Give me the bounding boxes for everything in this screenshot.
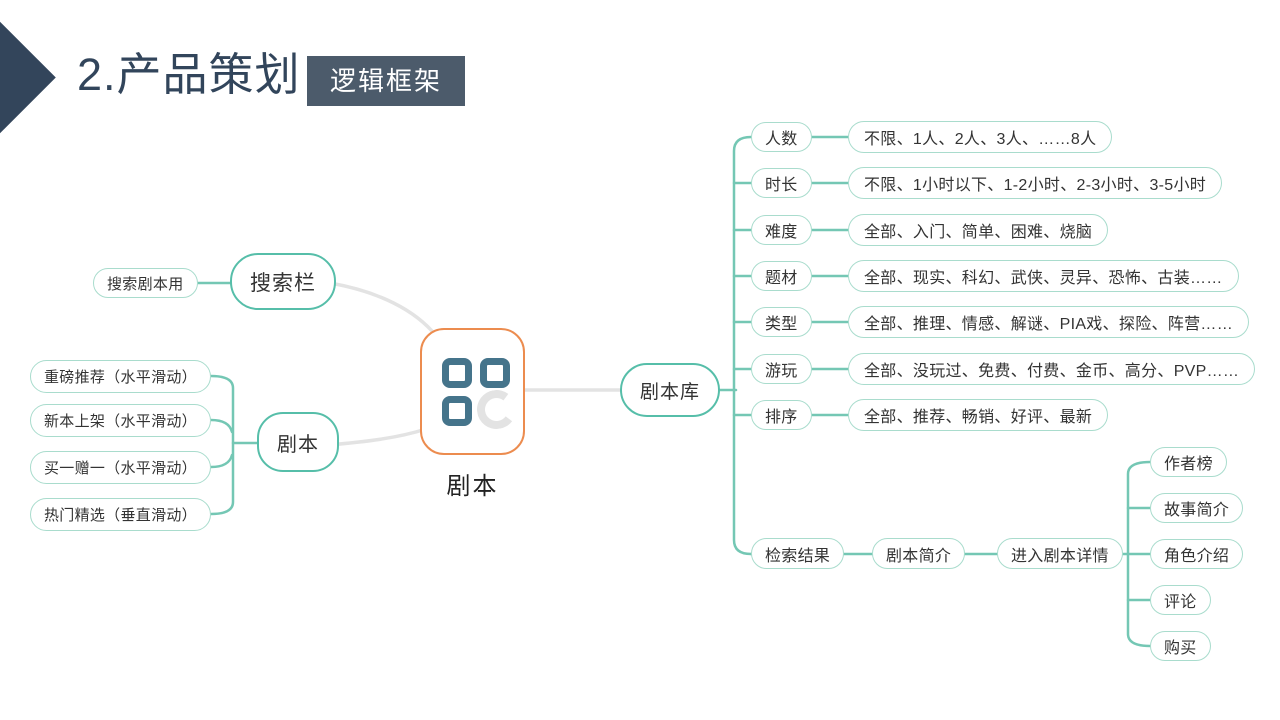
center-app-icon: [420, 328, 525, 455]
app-icon-square: [442, 396, 472, 426]
filter-values-pill: 不限、1人、2人、3人、……8人: [848, 121, 1113, 153]
detail-item-pill: 评论: [1150, 585, 1211, 615]
page-title: 2.产品策划: [77, 49, 301, 100]
filter-label-pill: 游玩: [751, 354, 812, 384]
node-search-bar: 搜索栏: [230, 253, 336, 310]
node-script-child: 新本上架（水平滑动）: [29, 404, 211, 437]
filter-label-pill: 题材: [751, 261, 812, 291]
filter-label-pill: 人数: [751, 122, 812, 152]
detail-item-pill: 作者榜: [1150, 447, 1227, 477]
app-icon-ring: [474, 387, 519, 432]
filter-label-pill: 难度: [751, 215, 812, 245]
app-icon-square: [442, 358, 472, 388]
filter-label-pill: 类型: [751, 307, 812, 337]
app-icon-square: [480, 358, 510, 388]
node-search-result: 检索结果: [751, 538, 845, 569]
framework-badge: 逻辑框架: [307, 56, 466, 106]
node-script-child: 买一赠一（水平滑动）: [29, 451, 211, 484]
node-script-left: 剧本: [257, 412, 339, 472]
node-script-intro: 剧本简介: [872, 538, 966, 569]
node-script-child: 重磅推荐（水平滑动）: [29, 360, 211, 393]
filter-values-pill: 全部、推理、情感、解谜、PIA戏、探险、阵营……: [848, 306, 1249, 338]
filter-values-pill: 全部、推荐、畅销、好评、最新: [848, 399, 1109, 431]
node-enter-detail: 进入剧本详情: [997, 538, 1123, 569]
node-script-library: 剧本库: [620, 363, 721, 417]
detail-item-pill: 角色介绍: [1150, 539, 1244, 569]
center-label: 剧本: [446, 473, 499, 500]
node-script-child: 热门精选（垂直滑动）: [29, 498, 211, 531]
filter-values-pill: 全部、现实、科幻、武侠、灵异、恐怖、古装……: [848, 260, 1239, 292]
detail-item-pill: 购买: [1150, 631, 1211, 661]
filter-values-pill: 不限、1小时以下、1-2小时、2-3小时、3-5小时: [848, 167, 1223, 199]
detail-item-pill: 故事简介: [1150, 493, 1244, 523]
filter-values-pill: 全部、入门、简单、困难、烧脑: [848, 214, 1109, 246]
filter-label-pill: 时长: [751, 168, 812, 198]
filter-values-pill: 全部、没玩过、免费、付费、金币、高分、PVP……: [848, 353, 1256, 385]
node-search-note: 搜索剧本用: [93, 268, 198, 298]
filter-label-pill: 排序: [751, 400, 812, 430]
